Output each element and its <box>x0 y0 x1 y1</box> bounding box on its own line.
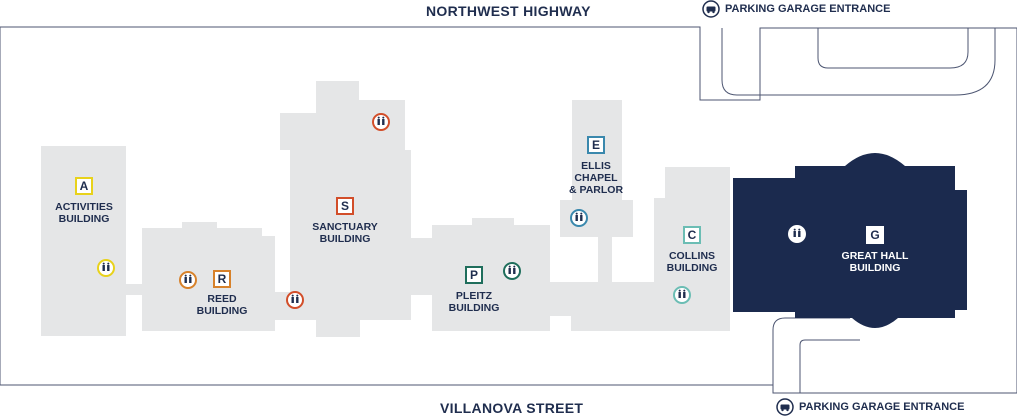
garage-loop-south <box>772 317 860 393</box>
restroom-icon[interactable] <box>570 209 588 227</box>
car-icon <box>702 0 720 18</box>
activities-badge[interactable]: A <box>75 177 93 195</box>
pleitz-building-shape <box>432 218 571 331</box>
garage-entrance-north[interactable]: PARKING GARAGE ENTRANCE <box>702 0 890 18</box>
collins-badge[interactable]: C <box>683 226 701 244</box>
reed-building-shape <box>142 222 275 331</box>
activities-building-shape <box>41 146 142 336</box>
garage-loop-north <box>721 28 996 96</box>
ellis-badge[interactable]: E <box>587 136 605 154</box>
sanctuary-badge[interactable]: S <box>336 197 354 215</box>
reed-badge[interactable]: R <box>213 270 231 288</box>
car-icon <box>776 398 794 416</box>
restroom-icon[interactable] <box>372 113 390 131</box>
campus-boundary <box>0 26 1017 394</box>
street-south: VILLANOVA STREET <box>440 400 584 416</box>
restroom-icon[interactable] <box>286 291 304 309</box>
great-hall-badge[interactable]: G <box>866 226 884 244</box>
restroom-icon[interactable] <box>179 271 197 289</box>
collins-building-shape <box>654 167 730 331</box>
restroom-icon[interactable] <box>97 259 115 277</box>
pleitz-badge[interactable]: P <box>465 266 483 284</box>
restroom-icon[interactable] <box>788 225 806 243</box>
garage-entrance-south[interactable]: PARKING GARAGE ENTRANCE <box>776 398 964 416</box>
garage-entrance-south-label: PARKING GARAGE ENTRANCE <box>799 401 965 413</box>
street-north: NORTHWEST HIGHWAY <box>426 3 591 19</box>
restroom-icon[interactable] <box>673 286 691 304</box>
restroom-icon[interactable] <box>503 262 521 280</box>
ellis-chapel-shape <box>560 100 654 331</box>
great-hall-building-shape <box>733 153 967 328</box>
garage-entrance-north-label: PARKING GARAGE ENTRANCE <box>725 3 891 15</box>
